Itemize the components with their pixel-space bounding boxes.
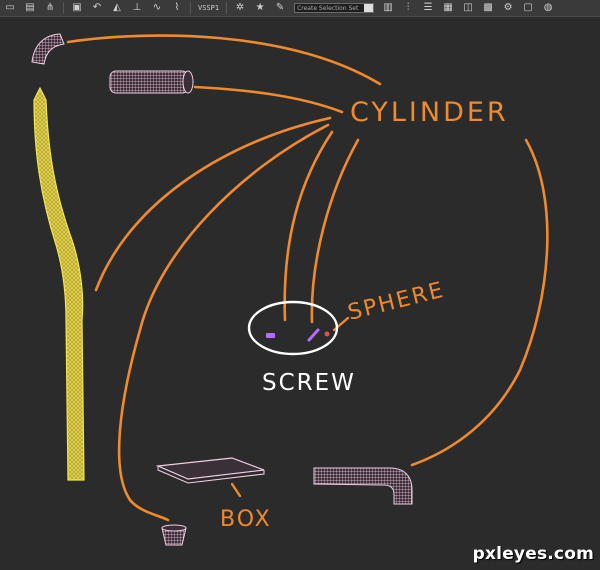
image-icon[interactable]: ▦ xyxy=(443,2,453,13)
selection-set-dropdown[interactable]: Create Selection Set xyxy=(294,3,375,13)
toolbar-divider xyxy=(63,2,64,14)
cylinder-label: CYLINDER xyxy=(350,97,509,128)
undo-icon[interactable]: ↶ xyxy=(92,2,102,13)
panel-icon[interactable]: ▤ xyxy=(25,2,35,13)
screw-highlight-ellipse xyxy=(247,300,339,356)
elbow-pipe-top xyxy=(31,33,65,65)
toolbar-divider xyxy=(190,2,191,14)
elbow-pipe-bottom xyxy=(313,467,413,505)
sphere-label: SPHERE xyxy=(345,278,447,326)
filter-icon[interactable]: ⫶ xyxy=(406,2,410,13)
hierarchy-icon[interactable]: ⋔ xyxy=(45,2,55,13)
text-icon[interactable]: ✎ xyxy=(275,2,285,13)
camera-icon[interactable]: ◫ xyxy=(463,2,473,13)
straight-pipe xyxy=(109,70,194,94)
viewport-icon[interactable]: ▥ xyxy=(383,2,393,13)
long-bent-cylinder xyxy=(33,86,85,481)
sphere-object xyxy=(324,331,330,337)
material-icon[interactable]: ▩ xyxy=(483,2,493,13)
star-icon[interactable]: ★ xyxy=(255,2,265,13)
box-object xyxy=(155,457,265,484)
gear-icon[interactable]: ⚙ xyxy=(503,2,513,13)
layers-icon[interactable]: ▭ xyxy=(5,2,15,13)
mirror-icon[interactable]: ◭ xyxy=(113,2,121,13)
save-icon[interactable]: ▣ xyxy=(72,2,82,13)
toolbar-divider xyxy=(226,2,228,14)
cylinder-leader-lines xyxy=(66,34,549,522)
box-leader-line xyxy=(230,482,242,498)
render-frame-icon[interactable]: ▢ xyxy=(523,2,533,13)
watermark: pxleyes.com xyxy=(472,544,594,564)
small-cup-object xyxy=(161,524,187,546)
screw-part-right xyxy=(307,328,320,342)
curve-icon[interactable]: ∿ xyxy=(152,2,162,13)
viewport-label: VSSP1 xyxy=(198,4,220,12)
perspective-viewport[interactable]: CYLINDER SPHERE SCREW BOX xyxy=(0,17,600,570)
teapot-icon[interactable]: ◍ xyxy=(543,2,553,13)
screw-label: SCREW xyxy=(262,370,356,396)
align-icon[interactable]: ⊥ xyxy=(132,2,142,13)
box-label: BOX xyxy=(220,507,272,532)
path-icon[interactable]: ⌇ xyxy=(174,2,180,13)
screw-part-left xyxy=(266,333,275,338)
main-toolbar: ▭ ▤ ⋔ ▣ ↶ ◭ ⊥ ∿ ⌇ VSSP1 ✲ ★ ✎ Create Sel… xyxy=(0,0,600,17)
list-icon[interactable]: ☰ xyxy=(423,2,433,13)
render-icon[interactable]: ✲ xyxy=(235,2,245,13)
